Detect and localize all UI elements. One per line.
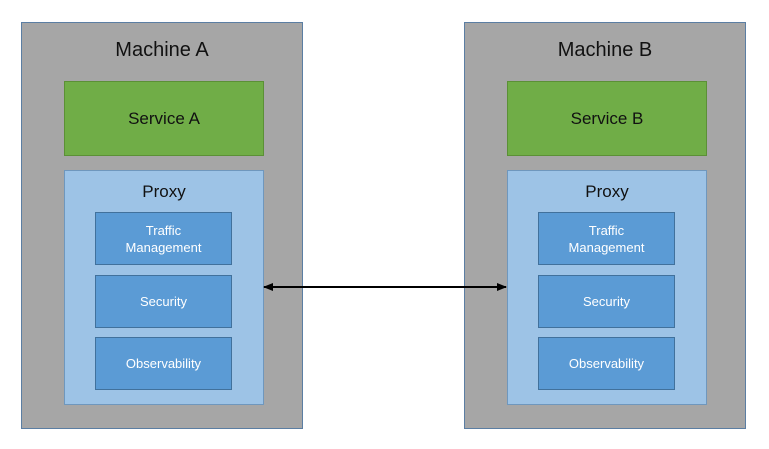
machine-b-observability: Observability [538,337,675,390]
service-a-box: Service A [64,81,264,156]
machine-a-security: Security [95,275,232,328]
machine-b-title: Machine B [557,39,653,61]
machine-a-proxy-box: Proxy Traffic Management Security Observ… [64,170,264,405]
machine-b-traffic-management: Traffic Management [538,212,675,265]
machine-b-proxy-box: Proxy Traffic Management Security Observ… [507,170,707,405]
service-b-box: Service B [507,81,707,156]
machine-a-box: Machine A Service A Proxy Traffic Manage… [21,22,303,429]
machine-b-security: Security [538,275,675,328]
machine-a-title: Machine A [115,39,209,61]
machine-b-box: Machine B Service B Proxy Traffic Manage… [464,22,746,429]
machine-b-proxy-title: Proxy [585,182,629,201]
machine-a-traffic-management: Traffic Management [95,212,232,265]
machine-a-observability: Observability [95,337,232,390]
machine-a-proxy-title: Proxy [142,182,186,201]
